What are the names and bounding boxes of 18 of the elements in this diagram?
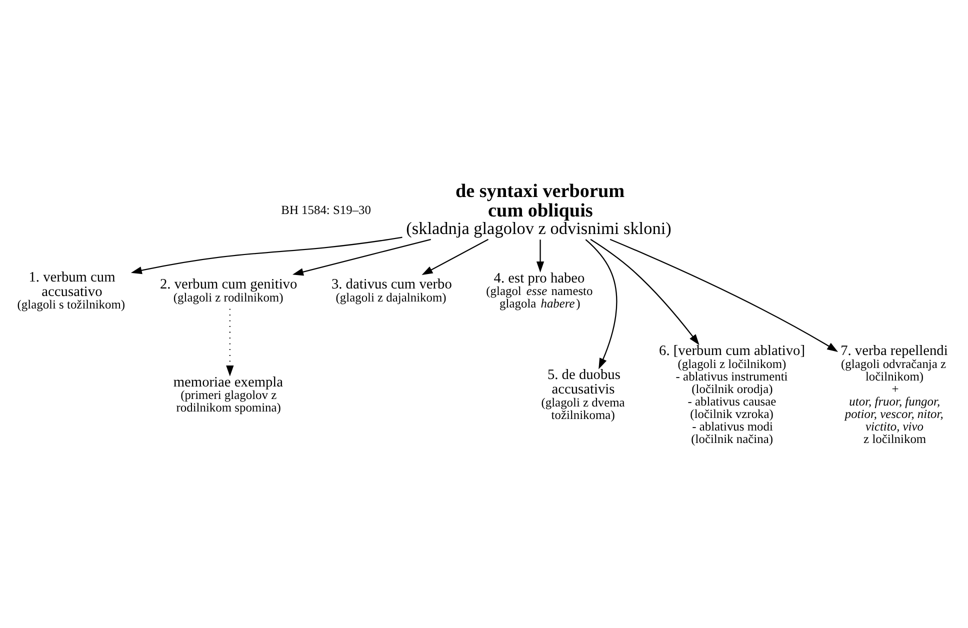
arrow bbox=[292, 238, 431, 276]
arrow bbox=[610, 238, 838, 352]
node-text: de syntaxi verborum cum obliquis (skladnja glagolov z odvisnimi skloni) bbox=[406, 180, 672, 238]
label: BH 1584: S19–30 bbox=[281, 202, 372, 216]
node-text: 4. est pro habeo (glagol esse namesto glagola habere) bbox=[486, 270, 593, 310]
arrow bbox=[130, 236, 402, 274]
node-text: 6. [verbum cum ablativo] (glagoli z ločilnikom) - ablativus instrumenti (ločilnik orodja) - ablativus causae (ločilnik vzroka) - ablativus modi (ločilnik načina) bbox=[659, 342, 806, 446]
node-text: 5. de duobus accusativis (glagoli z dvema tožilnikoma) bbox=[541, 366, 625, 422]
node-text: 2. verbum cum genitivo (glagoli z rodilnikom) bbox=[160, 276, 298, 304]
arrow bbox=[536, 239, 544, 272]
arrow bbox=[422, 238, 489, 275]
node-text: memoriae exempla (primeri glagolov z rodilnikom spomina) bbox=[173, 374, 284, 414]
node-text: 3. dativus cum verbo (glagoli z dajalnikom) bbox=[331, 276, 452, 304]
arrow bbox=[590, 238, 700, 345]
node-text: 7. verba repellendi (glagoli odvračanja z ločilnikom) + utor, fruor, fungor, potior, vescor, nitor, victito, vivo z ločilnikom bbox=[840, 342, 948, 446]
node-text: 1. verbum cum accusativo (glagoli s tožilnikom) bbox=[17, 268, 126, 312]
arrow bbox=[226, 308, 234, 376]
arrow bbox=[585, 238, 618, 369]
